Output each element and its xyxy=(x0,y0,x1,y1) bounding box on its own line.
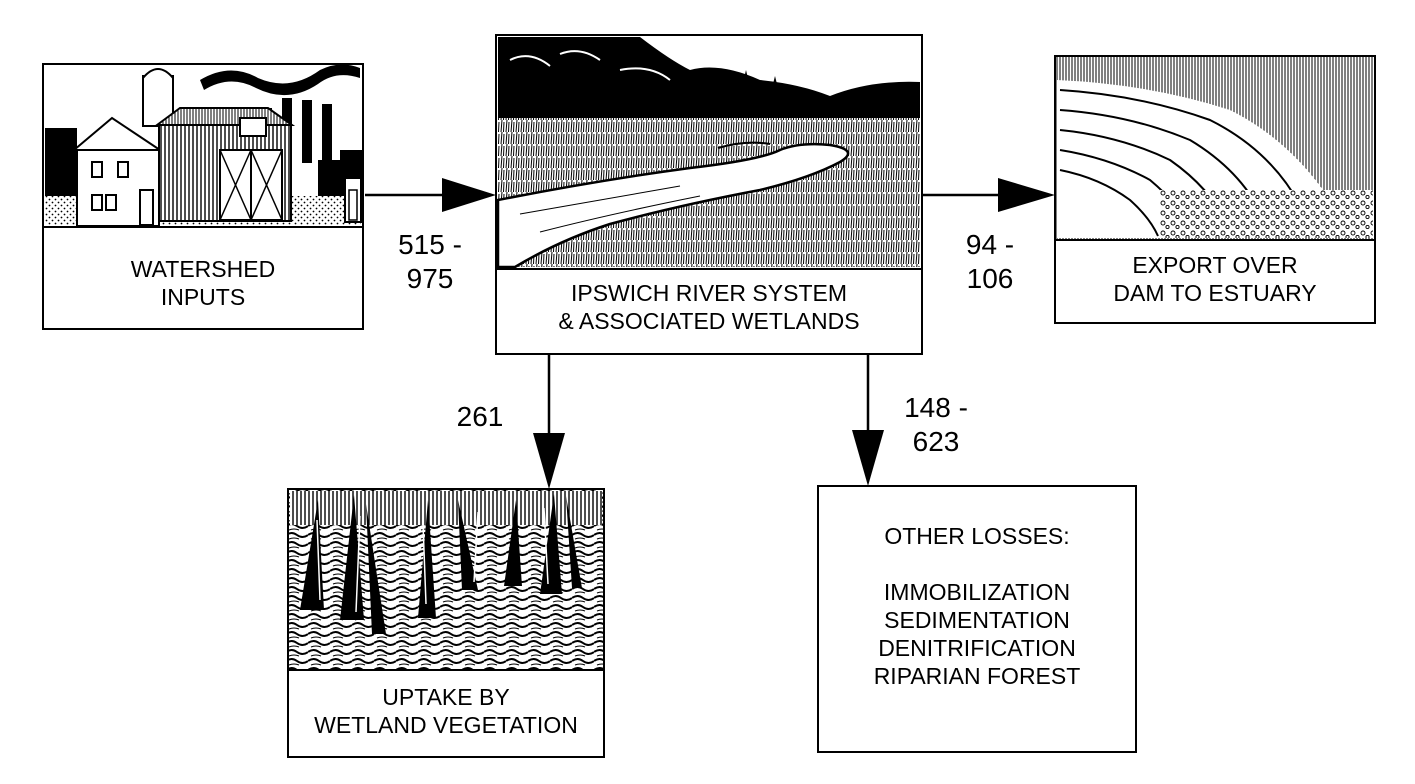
uptake-label-line-1: UPTAKE BY xyxy=(382,684,510,710)
flow-value-river-to-other: 148 - 623 xyxy=(888,391,984,459)
uptake-label: UPTAKE BY WETLAND VEGETATION xyxy=(288,683,604,739)
other-losses-item: SEDIMENTATION xyxy=(884,607,1070,633)
flow-value-line-1: 148 - xyxy=(904,392,968,423)
flow-value-line-2: 106 xyxy=(966,263,1014,294)
other-losses-item: DENITRIFICATION xyxy=(878,635,1076,661)
other-losses-label: OTHER LOSSES: IMMOBILIZATION SEDIMENTATI… xyxy=(818,522,1136,690)
river-label-line-2: & ASSOCIATED WETLANDS xyxy=(558,308,860,334)
flow-value-line-1: 261 xyxy=(456,401,504,432)
export-label-line-2: DAM TO ESTUARY xyxy=(1113,280,1317,306)
other-losses-item: IMMOBILIZATION xyxy=(883,579,1071,605)
river-label-line-1: IPSWICH RIVER SYSTEM xyxy=(570,280,848,306)
river-illustration xyxy=(495,34,923,270)
flow-value-river-to-export: 94 - 106 xyxy=(945,228,1035,296)
arrow-river-to-export xyxy=(922,178,1055,212)
watershed-illustration xyxy=(42,63,364,228)
uptake-label-box xyxy=(287,669,605,758)
other-losses-heading: OTHER LOSSES: xyxy=(884,523,1070,549)
arrow-watershed-to-river xyxy=(365,178,496,212)
flow-value-line-1: 515 - xyxy=(398,229,462,260)
flow-value-line-1: 94 - xyxy=(965,229,1015,260)
flow-value-line-2: 623 xyxy=(912,426,960,457)
watershed-label-line-1: WATERSHED xyxy=(130,256,276,282)
other-losses-item: RIPARIAN FOREST xyxy=(873,663,1081,689)
export-illustration xyxy=(1054,55,1376,241)
export-label-line-1: EXPORT OVER xyxy=(1132,252,1298,278)
uptake-label-line-2: WETLAND VEGETATION xyxy=(314,712,578,738)
watershed-label-line-2: INPUTS xyxy=(160,284,246,310)
arrow-river-to-uptake xyxy=(533,354,565,489)
export-label-box xyxy=(1054,239,1376,324)
uptake-illustration xyxy=(287,488,605,671)
river-label-box xyxy=(495,268,923,355)
flow-value-line-2: 975 xyxy=(406,263,454,294)
other-losses-box xyxy=(817,485,1137,753)
river-label: IPSWICH RIVER SYSTEM & ASSOCIATED WETLAN… xyxy=(496,279,922,335)
flow-value-river-to-uptake: 261 xyxy=(440,400,520,434)
watershed-label: WATERSHED INPUTS xyxy=(43,255,363,311)
arrow-river-to-other xyxy=(852,354,884,486)
export-label: EXPORT OVER DAM TO ESTUARY xyxy=(1055,251,1375,307)
watershed-label-box xyxy=(42,226,364,330)
flow-value-watershed-to-river: 515 - 975 xyxy=(384,228,476,296)
